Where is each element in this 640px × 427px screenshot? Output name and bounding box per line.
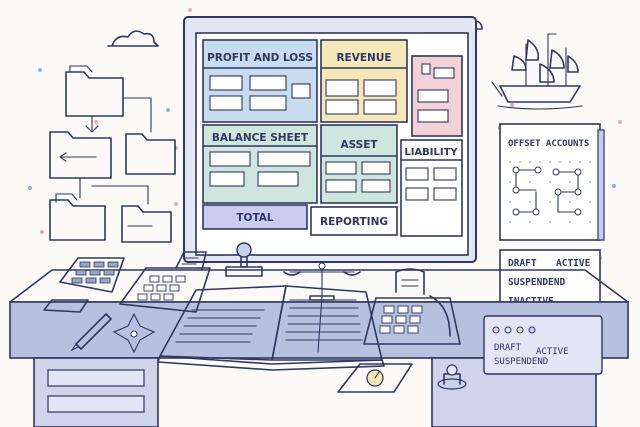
folder-icon [49,193,106,241]
balance-scale-icon [283,262,361,301]
panel-liability: LIABILITY [400,139,463,237]
dial-icon [337,363,413,393]
desk-status-draft: DRAFT [494,343,522,353]
eraser-icon [43,299,89,313]
desk-status-panel: DRAFT ACTIVE SUSPENDEND [483,315,603,375]
offset-accounts-card: OFFSET ACCOUNTS [499,123,605,241]
folder-icon [49,131,112,179]
panel-title-liability: LIABILITY [404,147,458,158]
pen-icon [70,313,112,352]
adding-machine-icon [119,251,211,313]
folder-icon [65,65,124,117]
offset-accounts-title: OFFSET ACCOUNTS [508,139,589,149]
folder-icon [121,205,172,243]
ship-icon [491,33,583,110]
panel-balance-sheet: BALANCE SHEET [202,124,318,204]
panel-title-total: TOTAL [236,212,274,224]
knob-icon [437,364,467,390]
panel-alerts [411,55,463,137]
panel-title-asset: ASSET [340,139,378,151]
cloud-icon [107,30,159,47]
status-active: ACTIVE [556,258,591,269]
panel-asset: ASSET [320,124,398,204]
panel-profit-and-loss: PROFIT AND LOSS [202,39,318,123]
calculator-icon [59,257,125,293]
panel-total: TOTAL [202,204,308,230]
panel-title-reporting: REPORTING [320,216,388,228]
folder-icon [125,133,176,175]
stamp-icon [225,242,263,277]
compass-rose-icon [112,312,156,354]
desk-status-active: ACTIVE [536,347,569,357]
panel-title-revenue: REVENUE [336,52,391,64]
folder-tree [49,65,176,243]
status-draft: DRAFT [508,258,537,269]
panel-title-profit-and-loss: PROFIT AND LOSS [207,52,313,64]
status-suspendend: SUSPENDEND [508,277,565,288]
panel-reporting: REPORTING [310,206,398,236]
panel-revenue: REVENUE [320,39,408,123]
desk-status-suspendend: SUSPENDEND [494,357,548,367]
open-ledger-icon [157,285,385,371]
receipt-calculator-icon [363,268,461,345]
panel-title-balance-sheet: BALANCE SHEET [212,132,309,144]
